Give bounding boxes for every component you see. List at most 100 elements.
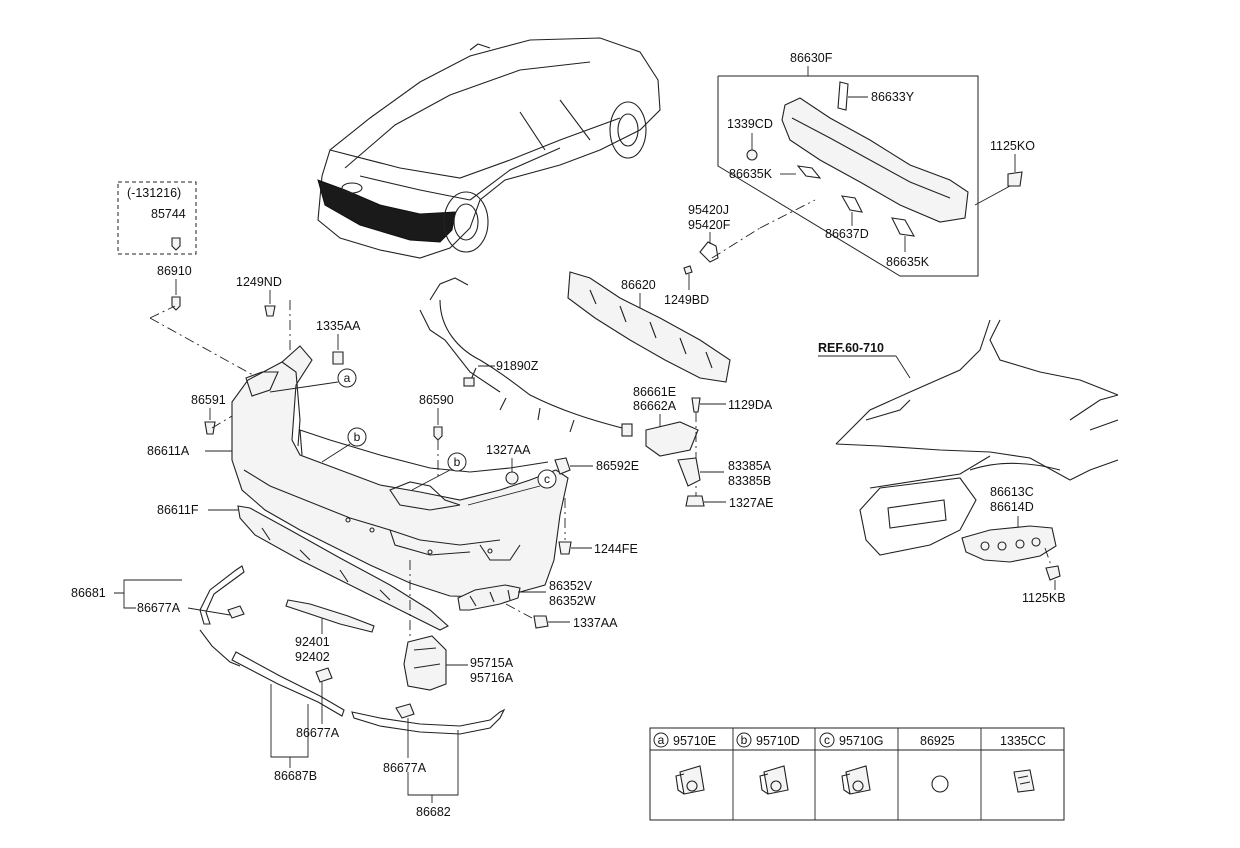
svg-text:b: b bbox=[741, 733, 748, 747]
label-86682: 86682 bbox=[416, 805, 451, 819]
bolt-1244FE[interactable] bbox=[558, 541, 572, 555]
clip-86590[interactable] bbox=[433, 426, 443, 441]
socket-83385A[interactable] bbox=[677, 457, 701, 487]
label-86637D: 86637D bbox=[825, 227, 869, 241]
reflector-86661E[interactable] bbox=[645, 421, 699, 457]
label-86635K-a: 86635K bbox=[729, 167, 773, 181]
label-1244FE: 1244FE bbox=[594, 542, 638, 556]
nut-1327AA[interactable] bbox=[505, 471, 519, 485]
clip-86592E[interactable] bbox=[554, 457, 571, 475]
legend-code-95710D: 95710D bbox=[756, 734, 800, 748]
label-86662A: 86662A bbox=[633, 399, 677, 413]
label-1125KB: 1125KB bbox=[1022, 591, 1066, 605]
label-91890Z: 91890Z bbox=[496, 359, 539, 373]
svg-text:a: a bbox=[344, 371, 351, 385]
back-beam[interactable] bbox=[781, 97, 969, 223]
label-1129DA: 1129DA bbox=[728, 398, 773, 412]
sensor-holder-95710E-icon[interactable] bbox=[675, 765, 705, 795]
sensor-holder-95710G-icon[interactable] bbox=[841, 765, 871, 795]
bolt-1129DA[interactable] bbox=[691, 397, 701, 413]
label-86352W: 86352W bbox=[549, 594, 596, 608]
clip-86677A-b[interactable] bbox=[315, 667, 333, 683]
callout-c: c bbox=[537, 469, 557, 489]
label-86635K-b: 86635K bbox=[886, 255, 930, 269]
label-85744: 85744 bbox=[151, 207, 186, 221]
callout-a: a bbox=[337, 368, 357, 388]
label-83385A: 83385A bbox=[728, 459, 772, 473]
label-1337AA: 1337AA bbox=[573, 616, 618, 630]
back-beam-box bbox=[717, 75, 979, 277]
clip-86677A-c[interactable] bbox=[395, 703, 415, 719]
legend-code-95710G: 95710G bbox=[839, 734, 883, 748]
lower-diffuser-86611F[interactable] bbox=[237, 505, 449, 631]
svg-text:c: c bbox=[544, 472, 550, 486]
label-86677A-b: 86677A bbox=[296, 726, 340, 740]
label-95716A: 95716A bbox=[470, 671, 514, 685]
label-86661E: 86661E bbox=[633, 385, 676, 399]
sensor-bracket-95715A[interactable] bbox=[403, 635, 447, 691]
plug-86925-icon[interactable] bbox=[931, 775, 949, 793]
label-95715A: 95715A bbox=[470, 656, 514, 670]
label-1249ND: 1249ND bbox=[236, 275, 282, 289]
label-86630F: 86630F bbox=[790, 51, 833, 65]
garnish-92401[interactable] bbox=[285, 599, 375, 633]
legend-table: a 95710E b 95710D c 95710G 86925 1335CC bbox=[649, 727, 1065, 821]
molding-86681[interactable] bbox=[199, 565, 245, 625]
molding-86682[interactable] bbox=[351, 708, 506, 735]
label-1339CD: 1339CD bbox=[727, 117, 773, 131]
label-86687B: 86687B bbox=[274, 769, 317, 783]
bracket-86635K-b[interactable] bbox=[891, 217, 916, 237]
bracket-86637D[interactable] bbox=[840, 195, 863, 213]
nut-1327AE[interactable] bbox=[685, 495, 705, 507]
legend-badge-b: b bbox=[736, 732, 752, 748]
label-86620: 86620 bbox=[621, 278, 656, 292]
label-1327AE: 1327AE bbox=[729, 496, 773, 510]
nut-1339CD[interactable] bbox=[746, 149, 758, 161]
label-86590: 86590 bbox=[419, 393, 454, 407]
side-bracket-86613C[interactable] bbox=[961, 525, 1057, 563]
label-variant: (-131216) bbox=[127, 186, 181, 200]
quarter-panel-reference: REF.60-710 bbox=[818, 319, 1119, 556]
bolt-1249BD[interactable] bbox=[683, 265, 693, 275]
label-95420F: 95420F bbox=[688, 218, 731, 232]
label-95420J: 95420J bbox=[688, 203, 729, 217]
label-86611F: 86611F bbox=[157, 503, 199, 517]
label-83385B: 83385B bbox=[728, 474, 771, 488]
bracket-86633Y[interactable] bbox=[837, 81, 849, 111]
variant-box: (-131216) 85744 bbox=[117, 181, 197, 255]
legend-code-86925: 86925 bbox=[920, 734, 955, 748]
label-92402: 92402 bbox=[295, 650, 330, 664]
callout-b-lower: b bbox=[447, 452, 467, 472]
bracket-86635K-a[interactable] bbox=[796, 165, 822, 179]
legend-badge-c: c bbox=[819, 732, 835, 748]
svg-text:a: a bbox=[658, 733, 665, 747]
label-86592E: 86592E bbox=[596, 459, 639, 473]
bolt-1125KB[interactable] bbox=[1045, 565, 1061, 581]
bolt-1125KO[interactable] bbox=[1007, 171, 1023, 187]
sensor-holder-95710D-icon[interactable] bbox=[759, 765, 789, 795]
bracket-95420[interactable] bbox=[699, 241, 719, 263]
bolt-1249ND[interactable] bbox=[264, 305, 276, 317]
label-86910: 86910 bbox=[157, 264, 192, 278]
nut-1337AA[interactable] bbox=[533, 615, 549, 629]
bracket-86352V[interactable] bbox=[457, 584, 521, 611]
clip-85744[interactable] bbox=[171, 237, 181, 251]
bolt-86591[interactable] bbox=[204, 421, 216, 435]
back-beam-group: 86630F 86633Y 1339CD 86635K 86637D 86635… bbox=[717, 51, 1035, 277]
rear-bumper-cover-86611A[interactable] bbox=[231, 345, 569, 598]
clip-86910[interactable] bbox=[171, 296, 181, 311]
clip-1335CC-icon[interactable] bbox=[1013, 769, 1035, 793]
label-ref-60-710: REF.60-710 bbox=[818, 341, 884, 355]
label-86677A-c: 86677A bbox=[383, 761, 427, 775]
label-86681: 86681 bbox=[71, 586, 106, 600]
label-86677A-a: 86677A bbox=[137, 601, 181, 615]
molding-lower-86687B[interactable] bbox=[199, 629, 345, 717]
wiring-harness-91890Z[interactable] bbox=[419, 277, 633, 437]
clip-86677A-a[interactable] bbox=[227, 605, 245, 619]
energy-absorber-86620[interactable] bbox=[567, 271, 731, 383]
label-92401: 92401 bbox=[295, 635, 330, 649]
label-86614D: 86614D bbox=[990, 500, 1034, 514]
label-1249BD: 1249BD bbox=[664, 293, 709, 307]
nut-1335AA[interactable] bbox=[332, 351, 344, 365]
